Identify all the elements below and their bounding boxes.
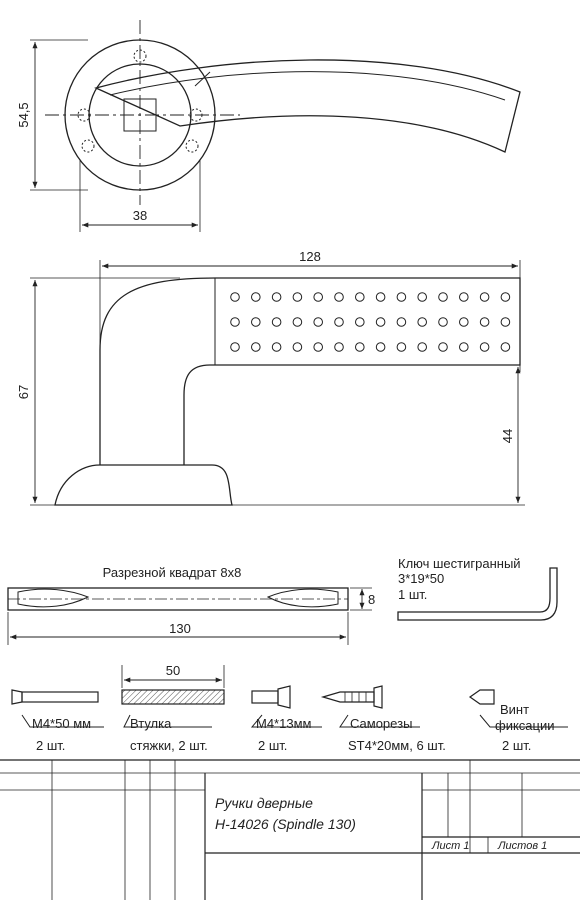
- screws-name: Саморезы: [350, 716, 412, 731]
- grip-dot: [396, 317, 407, 327]
- grip-dot: [334, 292, 344, 302]
- dim-sleeve-length: 50: [166, 663, 180, 678]
- bolt-m4-50-icon: [11, 689, 99, 705]
- grip-dot: [271, 292, 282, 302]
- grip-dot: [375, 292, 386, 302]
- bolt-m4-13-icon: [251, 685, 291, 709]
- rosette-top-view: [30, 20, 521, 232]
- grip-dot: [459, 317, 469, 327]
- lever-top-outline: [94, 59, 521, 153]
- screw-icon: [320, 685, 383, 709]
- set-screw-name-line1: Винт: [500, 702, 529, 717]
- grip-dot: [355, 292, 365, 302]
- grip-dot: [230, 292, 240, 302]
- dim-square-section: 8: [368, 592, 375, 607]
- grip-dot: [271, 317, 282, 327]
- grip-dot: [417, 317, 428, 327]
- grip-dot: [479, 292, 490, 302]
- grip-dot: [396, 292, 407, 302]
- grip-dot: [500, 292, 511, 302]
- dim-rosette-height: 54,5: [16, 102, 31, 127]
- bolt-m4-50-qty: 2 шт.: [36, 738, 65, 753]
- title-block: [0, 759, 580, 900]
- grip-dot: [313, 317, 324, 327]
- sheet-number: Лист 1: [431, 840, 470, 852]
- hex-key-qty: 1 шт.: [398, 587, 427, 602]
- mounting-holes: [77, 49, 203, 153]
- grip-dot: [459, 292, 469, 302]
- screws-qty: ST4*20мм, 6 шт.: [348, 738, 446, 753]
- hex-key-name: Ключ шестигранный: [398, 556, 521, 571]
- grip-dot: [271, 342, 282, 352]
- bolt-m4-13-qty: 2 шт.: [258, 738, 287, 753]
- lever-side-outline: [99, 277, 521, 465]
- hex-key-icon: [397, 567, 558, 621]
- rosette-side: [54, 464, 233, 506]
- dim-lever-length: 128: [299, 249, 321, 264]
- sleeve-qty: стяжки, 2 шт.: [130, 738, 208, 753]
- set-screw-qty: 2 шт.: [502, 738, 531, 753]
- grip-dot: [230, 317, 240, 327]
- grip-dot: [292, 292, 303, 302]
- dim-square-length: 130: [169, 621, 191, 636]
- grip-dot: [313, 342, 324, 352]
- title-line2: Н-14026 (Spindle 130): [215, 816, 356, 832]
- lever-top-inner: [109, 71, 506, 101]
- bolt-m4-50-name: М4*50 мм: [32, 716, 91, 731]
- grip-dot: [251, 342, 261, 352]
- grip-dot: [479, 317, 490, 327]
- lever-side-view: [30, 260, 525, 506]
- grip-dot: [500, 342, 511, 352]
- grip-dot: [417, 342, 428, 352]
- grip-dot: [459, 342, 469, 352]
- set-screw-icon: [468, 689, 495, 705]
- grip-dot: [417, 292, 428, 302]
- grip-dot: [230, 342, 240, 352]
- dim-rosette-width: 38: [133, 208, 147, 223]
- lever-top-ridge: [194, 71, 211, 87]
- hex-key-size: 3*19*50: [398, 571, 444, 586]
- grip-dot: [292, 317, 303, 327]
- grip-dot: [355, 317, 365, 327]
- sheet-count: Листов 1: [497, 840, 547, 852]
- square-bar: [7, 587, 372, 645]
- grip-dot: [479, 342, 490, 352]
- grip-dot: [355, 342, 365, 352]
- grip-dot: [334, 342, 344, 352]
- grip-dot: [251, 292, 261, 302]
- grip-dot: [438, 342, 448, 352]
- grip-dot: [396, 342, 407, 352]
- set-screw-name-line2: фиксации: [495, 718, 555, 733]
- sleeve-name: Втулка: [130, 716, 172, 731]
- grip-dot: [438, 292, 448, 302]
- grip-dot: [334, 317, 344, 327]
- grip-dot: [313, 292, 324, 302]
- bolt-m4-13-name: М4*13мм: [256, 716, 312, 731]
- dim-lever-height: 67: [16, 385, 31, 399]
- grip-dot: [500, 317, 511, 327]
- grip-dot: [375, 342, 386, 352]
- grip-dot: [375, 317, 386, 327]
- title-line1: Ручки дверные: [215, 795, 313, 811]
- grip-dot: [438, 317, 448, 327]
- square-bar-label: Разрезной квадрат 8x8: [103, 565, 242, 580]
- part-leader-lines: [21, 714, 568, 728]
- sleeve-icon: [121, 665, 225, 705]
- dim-lever-axis: 44: [500, 429, 515, 443]
- grip-dot: [292, 342, 303, 352]
- grip-dot: [251, 317, 261, 327]
- grip-dot-pattern: [230, 292, 511, 352]
